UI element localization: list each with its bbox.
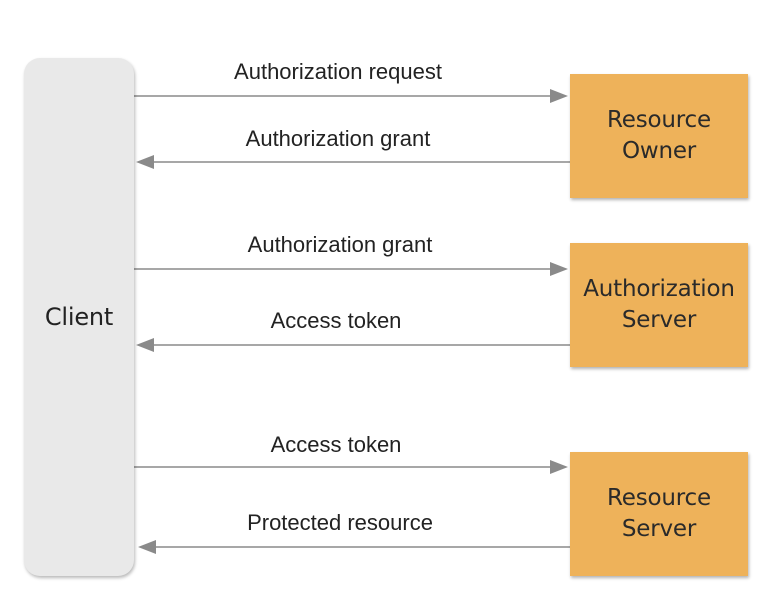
message-label-authorization-grant: Authorization grant bbox=[247, 232, 433, 257]
authorization-server-label-line1: Authorization bbox=[583, 276, 735, 302]
resource-server-label-line2: Server bbox=[621, 516, 697, 542]
message-label-authorization-grant-return: Authorization grant bbox=[245, 126, 431, 151]
arrow-authorization-request bbox=[134, 89, 568, 103]
message-label-protected-resource: Protected resource bbox=[247, 510, 433, 535]
arrow-access-token-return bbox=[136, 338, 570, 352]
client-label: Client bbox=[44, 303, 114, 331]
arrow-access-token bbox=[134, 460, 568, 474]
resource-server-box: Resource Server bbox=[570, 452, 748, 576]
message-label-authorization-request: Authorization request bbox=[234, 59, 442, 84]
message-label-access-token: Access token bbox=[270, 432, 402, 457]
arrow-protected-resource bbox=[138, 540, 574, 554]
authorization-server-label-line2: Server bbox=[621, 307, 697, 333]
resource-server-label-line1: Resource bbox=[607, 485, 711, 511]
client-box: Client bbox=[24, 58, 134, 576]
resource-owner-label-line2: Owner bbox=[621, 138, 697, 164]
resource-owner-box: Resource Owner bbox=[570, 74, 748, 198]
message-label-access-token-return: Access token bbox=[270, 308, 402, 333]
authorization-server-box: Authorization Server bbox=[570, 243, 748, 367]
resource-owner-label-line1: Resource bbox=[607, 107, 711, 133]
arrow-authorization-grant-return bbox=[136, 155, 570, 169]
arrow-authorization-grant bbox=[134, 262, 568, 276]
